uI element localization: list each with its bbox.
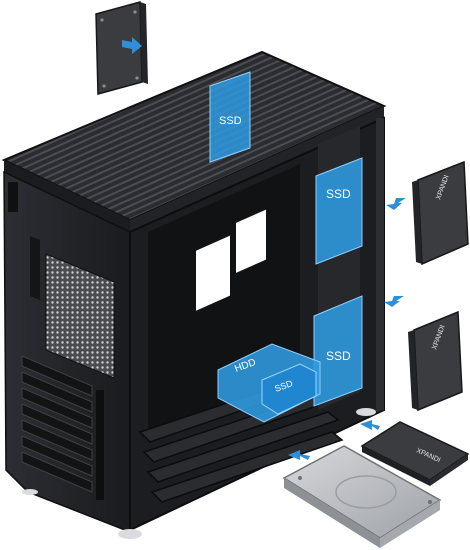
arrow-icon: [386, 198, 406, 210]
side-ssd-upper-label: SSD: [326, 187, 351, 201]
arrow-icon: [288, 450, 310, 460]
top-ssd-label: SSD: [219, 115, 242, 127]
case-foot: [118, 529, 142, 539]
arrow-icon: [384, 296, 404, 307]
rear-mesh-vent: [45, 253, 115, 379]
bottom-drive-mount: HDD SSD: [217, 343, 321, 423]
side-ssd-lower-mount: SSD: [313, 295, 363, 407]
detached-ssd-flat: XPANDI: [360, 421, 470, 486]
side-ssd-upper-mount: SSD: [315, 157, 363, 265]
detached-ssd-side-upper: XPANDI: [412, 160, 469, 266]
detached-hdd: [282, 445, 442, 548]
side-ssd-lower-label: SSD: [326, 349, 351, 363]
case-rear-panel: [3, 170, 131, 534]
detached-ssd-side-lower: XPANDI: [408, 310, 463, 412]
arrow-icon: [122, 37, 142, 54]
arrow-icon: [360, 420, 380, 430]
expansion-slots: [21, 355, 93, 493]
top-ssd-mount: SSD: [209, 71, 251, 163]
detached-ssd-top: [95, 1, 148, 95]
case-foot: [22, 489, 38, 495]
case-top-panel: [1, 50, 387, 232]
power-socket: [8, 182, 18, 212]
case-foot: [356, 408, 376, 416]
